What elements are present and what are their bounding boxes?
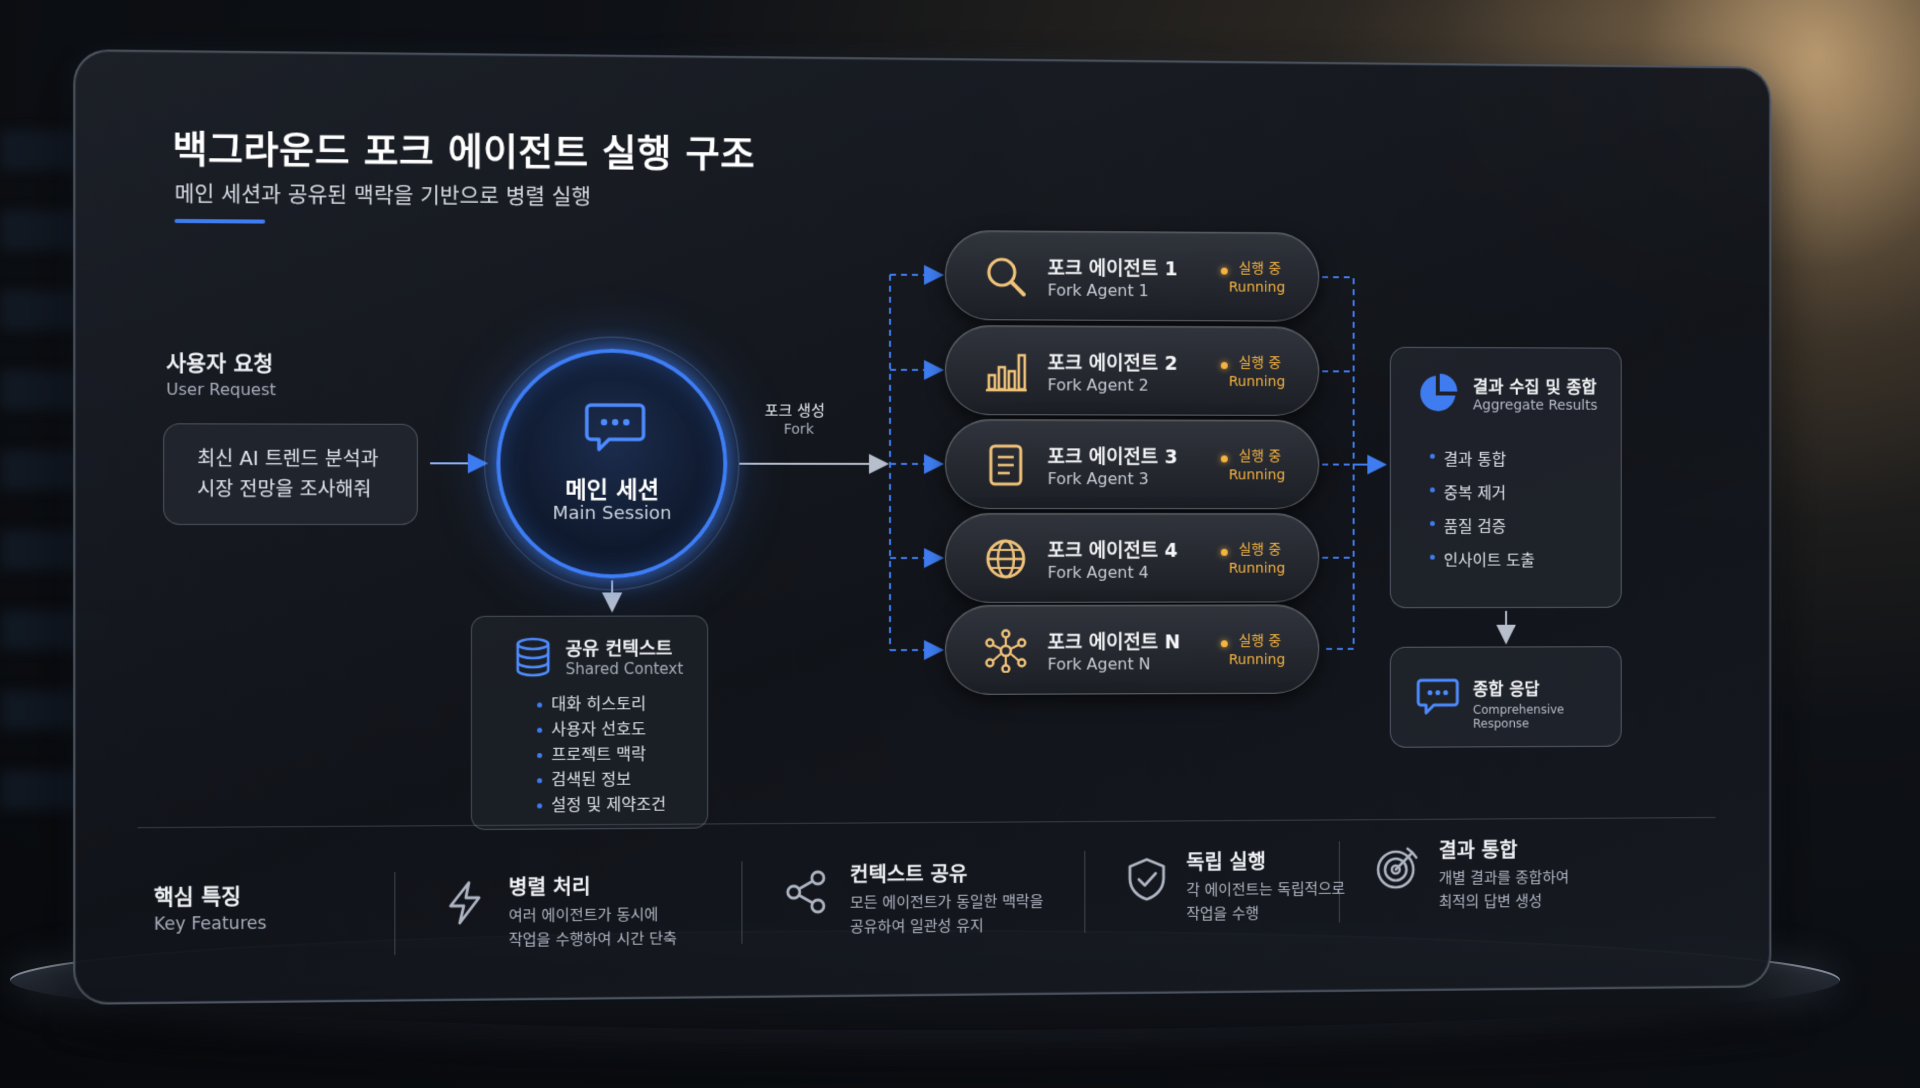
list-item: 프로젝트 맥락 <box>535 741 666 767</box>
feature-desc-line: 최적의 답변 생성 <box>1438 892 1543 911</box>
main-session-label-en: Main Session <box>552 502 672 524</box>
status-dot <box>1220 548 1228 556</box>
network-icon <box>984 629 1028 673</box>
aggregate-label: 결과 수집 및 종합 <box>1472 377 1597 398</box>
search-icon <box>984 254 1028 298</box>
agent-name: 포크 에이전트 3 <box>1047 446 1178 469</box>
feature-desc-line: 여러 에이전트가 동시에 <box>508 905 659 925</box>
list-item: 검색된 정보 <box>535 766 666 792</box>
globe-icon <box>984 537 1028 581</box>
chat-icon <box>1416 677 1459 717</box>
status-badge: 실행 중 <box>1238 260 1282 277</box>
status-badge-en: Running <box>1228 652 1286 669</box>
agent-name-en: Fork Agent N <box>1047 654 1151 674</box>
features-heading: 핵심 특징 <box>153 884 242 910</box>
shared-context-label: 공유 컨텍스트 <box>565 638 673 661</box>
feature-title: 병렬 처리 <box>508 874 591 900</box>
list-item: 중복 제거 <box>1428 477 1535 511</box>
status-badge-en: Running <box>1228 467 1286 484</box>
response-label: 종합 응답 <box>1472 679 1540 700</box>
shared-context-box: 공유 컨텍스트 Shared Context 대화 히스토리 사용자 선호도 프… <box>470 615 709 831</box>
database-icon <box>515 637 552 677</box>
feature-description: 여러 에이전트가 동시에 작업을 수행하여 시간 단축 <box>509 902 677 952</box>
fork-agent-2: 포크 에이전트 2 Fork Agent 2 실행 중 Running <box>944 325 1320 416</box>
agent-name-en: Fork Agent 3 <box>1047 469 1149 489</box>
fork-agent-4: 포크 에이전트 4 Fork Agent 4 실행 중 Running <box>944 513 1320 603</box>
status-badge-en: Running <box>1228 560 1286 577</box>
main-session-label: 메인 세션 <box>565 477 660 504</box>
feature-desc-line: 공유하여 일관성 유지 <box>849 916 984 936</box>
fork-agent-n: 포크 에이전트 N Fork Agent N 실행 중 Running <box>944 604 1320 695</box>
feature-title: 독립 실행 <box>1186 849 1266 875</box>
display-panel: 백그라운드 포크 에이전트 실행 구조 메인 세션과 공유된 맥락을 기반으로 … <box>73 49 1771 1005</box>
agent-name-en: Fork Agent 2 <box>1047 375 1149 395</box>
shield-check-icon <box>1124 856 1170 902</box>
status-badge: 실행 중 <box>1238 448 1282 465</box>
response-label-en: Comprehensive Response <box>1472 702 1565 731</box>
fork-agent-1: 포크 에이전트 1 Fork Agent 1 실행 중 Running <box>944 230 1320 322</box>
features-heading-en: Key Features <box>153 913 267 935</box>
feature-description: 모든 에이전트가 동일한 맥락을 공유하여 일관성 유지 <box>850 889 1043 939</box>
shared-context-label-en: Shared Context <box>565 659 684 679</box>
feature-separator <box>394 872 396 956</box>
request-line-2: 시장 전망을 조사해줘 <box>197 478 372 501</box>
user-request-box: 최신 AI 트렌드 분석과 시장 전망을 조사해줘 <box>163 423 418 525</box>
list-item: 결과 통합 <box>1428 443 1535 477</box>
flow-connectors <box>75 51 1773 1007</box>
pie-chart-icon <box>1420 373 1458 412</box>
user-request-label-en: User Request <box>166 379 277 400</box>
fork-label-en: Fork <box>783 421 814 438</box>
agent-name-en: Fork Agent 4 <box>1047 562 1149 582</box>
request-line-1: 최신 AI 트렌드 분석과 <box>197 447 379 471</box>
status-badge: 실행 중 <box>1238 633 1282 650</box>
list-item: 설정 및 제약조건 <box>535 792 666 818</box>
feature-desc-line: 작업을 수행하여 시간 단축 <box>508 929 677 949</box>
status-badge-en: Running <box>1228 279 1286 296</box>
feature-desc-line: 작업을 수행 <box>1186 904 1260 923</box>
main-session-node: 메인 세션 Main Session <box>496 348 728 579</box>
shared-context-list: 대화 히스토리 사용자 선호도 프로젝트 맥락 검색된 정보 설정 및 제약조건 <box>535 691 666 818</box>
aggregate-list: 결과 통합 중복 제거 품질 검증 인사이트 도출 <box>1428 443 1535 578</box>
feature-separator <box>1084 850 1086 933</box>
agent-name: 포크 에이전트 4 <box>1047 539 1178 562</box>
status-dot <box>1220 455 1228 463</box>
aggregate-label-en: Aggregate Results <box>1472 397 1598 414</box>
status-badge-en: Running <box>1228 373 1286 391</box>
feature-title: 컨텍스트 공유 <box>849 861 968 887</box>
user-request-label: 사용자 요청 <box>166 351 274 376</box>
aggregate-results-box: 결과 수집 및 종합 Aggregate Results 결과 통합 중복 제거… <box>1389 346 1622 609</box>
list-item: 대화 히스토리 <box>535 691 666 717</box>
fork-label: 포크 생성 <box>764 401 825 420</box>
merge-stubs <box>1322 371 1353 557</box>
agent-name-en: Fork Agent 1 <box>1047 280 1149 301</box>
list-item: 품질 검증 <box>1428 510 1535 544</box>
fork-agent-3: 포크 에이전트 3 Fork Agent 3 실행 중 Running <box>944 419 1320 510</box>
feature-title: 결과 통합 <box>1438 838 1518 863</box>
lightning-icon <box>441 879 488 926</box>
document-icon <box>984 443 1028 487</box>
share-icon <box>784 869 830 915</box>
agent-name: 포크 에이전트 N <box>1047 631 1181 654</box>
agent-name: 포크 에이전트 2 <box>1047 352 1178 375</box>
status-dot <box>1220 362 1228 370</box>
feature-description: 개별 결과를 종합하여 최적의 답변 생성 <box>1439 865 1569 913</box>
list-item: 사용자 선호도 <box>535 716 666 742</box>
feature-desc-line: 개별 결과를 종합하여 <box>1438 868 1570 888</box>
bar-chart-icon <box>984 349 1028 393</box>
agent-name: 포크 에이전트 1 <box>1047 257 1178 281</box>
status-dot <box>1220 640 1228 648</box>
feature-desc-line: 각 에이전트는 독립적으로 <box>1186 879 1346 899</box>
status-badge: 실행 중 <box>1238 541 1282 558</box>
feature-description: 각 에이전트는 독립적으로 작업을 수행 <box>1186 877 1345 926</box>
comprehensive-response-box: 종합 응답 Comprehensive Response <box>1389 646 1622 748</box>
chat-icon <box>585 401 646 453</box>
target-icon <box>1375 845 1420 891</box>
list-item: 인사이트 도출 <box>1428 544 1535 578</box>
status-dot <box>1220 267 1228 275</box>
feature-desc-line: 모든 에이전트가 동일한 맥락을 <box>849 892 1044 912</box>
status-badge: 실행 중 <box>1238 355 1282 372</box>
feature-separator <box>741 861 743 944</box>
merge-line <box>1322 277 1353 649</box>
